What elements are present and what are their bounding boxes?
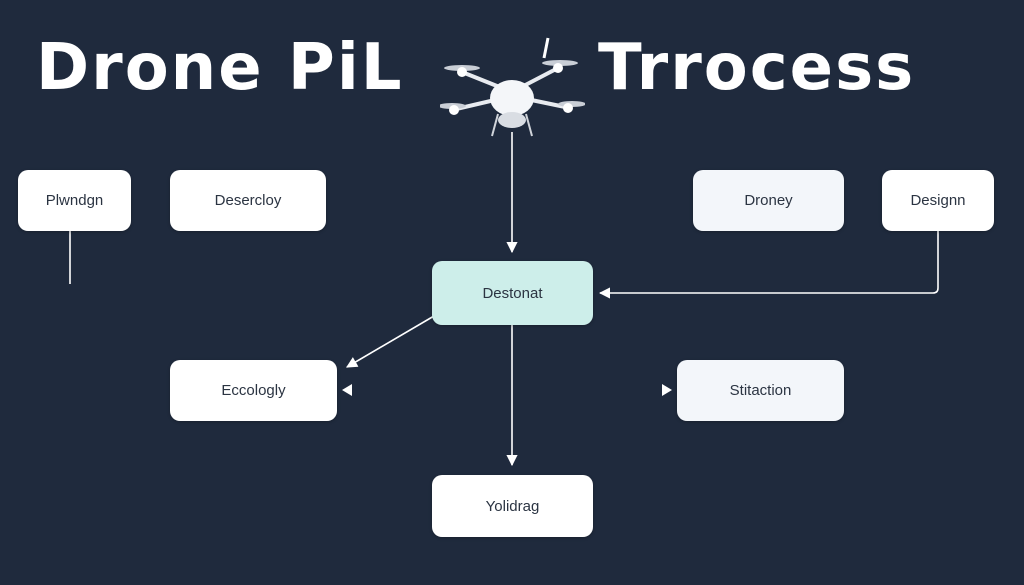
title-right: Trrocess <box>598 31 916 105</box>
node-yolidrag: Yolidrag <box>432 475 593 537</box>
title-left: Drone PiL <box>36 31 404 105</box>
node-stitaction: Stitaction <box>677 360 844 421</box>
node-eccologly: Eccologly <box>170 360 337 421</box>
connector-destonat-eccologly <box>346 315 435 368</box>
node-droney: Droney <box>693 170 844 231</box>
drone-icon <box>440 37 585 137</box>
node-desercloy: Desercloy <box>170 170 326 231</box>
node-plwndgn: Plwndgn <box>18 170 131 231</box>
pointer-stitaction <box>662 384 672 396</box>
node-designn: Designn <box>882 170 994 231</box>
node-destonat: Destonat <box>432 261 593 325</box>
pointer-eccologly <box>342 384 352 396</box>
connector-designn-destonat <box>598 231 939 299</box>
